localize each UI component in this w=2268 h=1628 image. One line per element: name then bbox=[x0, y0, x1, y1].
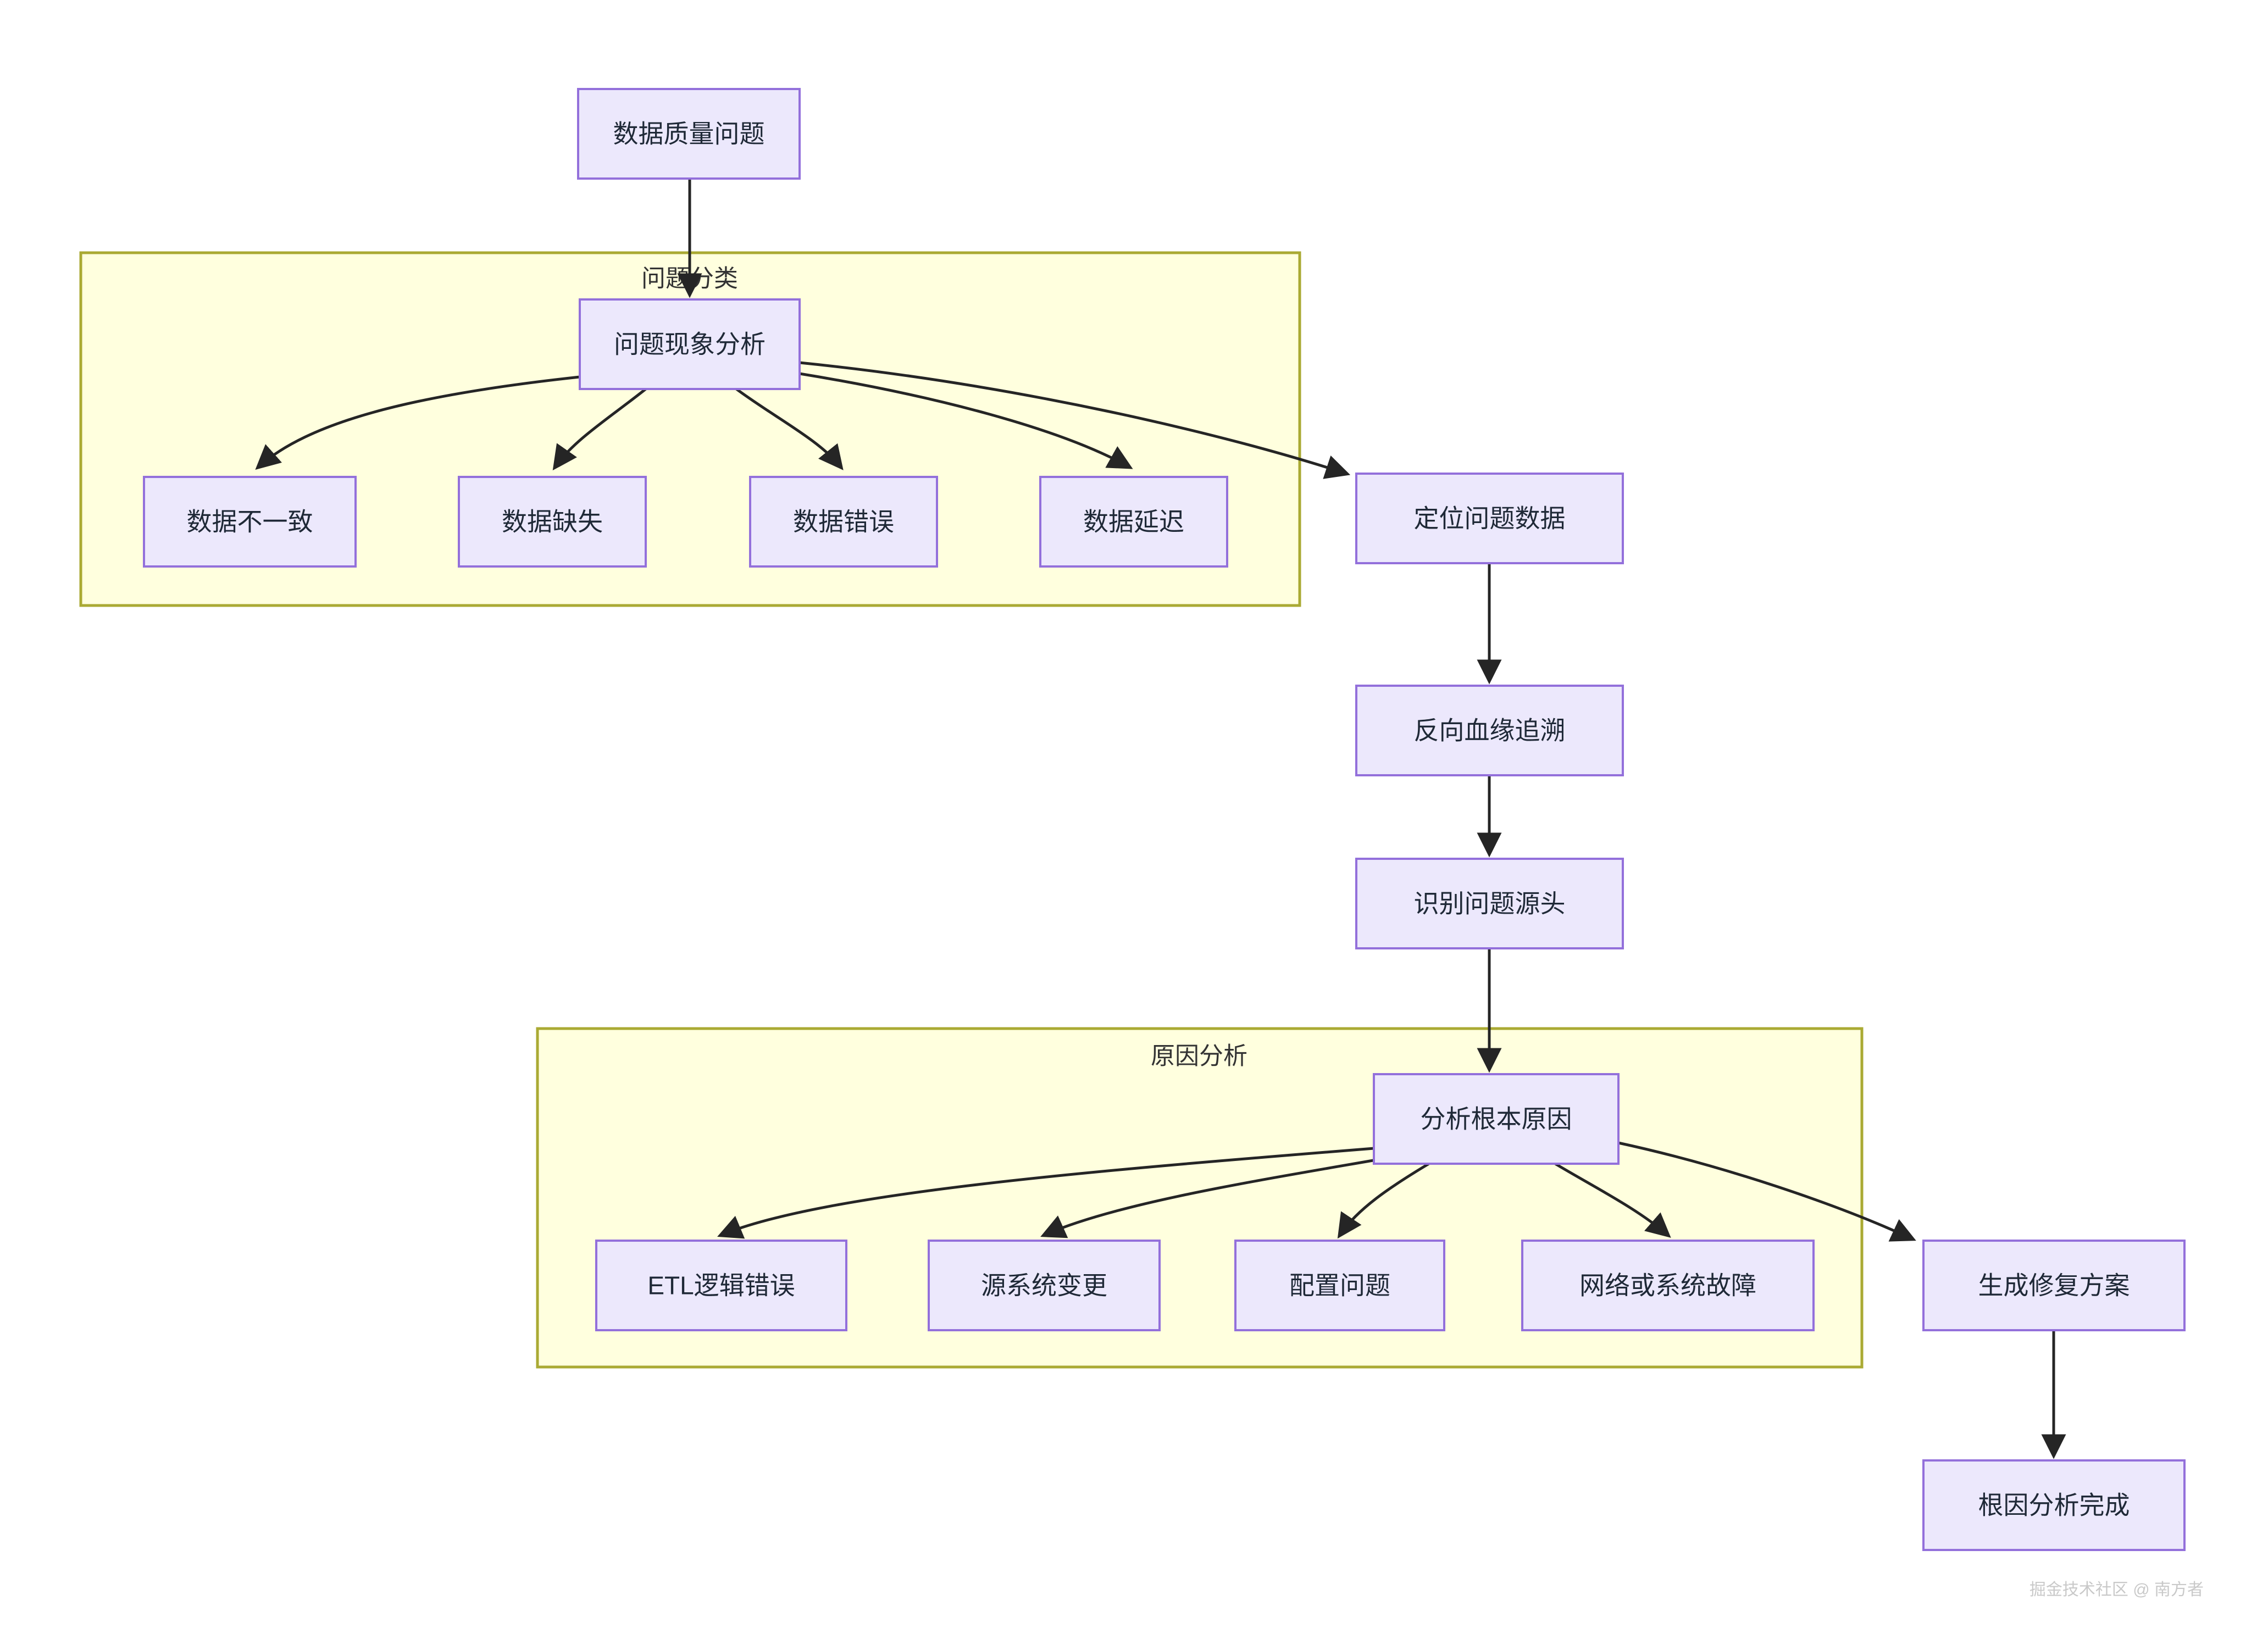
edge-n_symptom-to-n_inconsist bbox=[255, 375, 580, 470]
node-n_config[interactable]: 配置问题 bbox=[1234, 1240, 1445, 1331]
node-label: 问题现象分析 bbox=[614, 330, 766, 359]
node-box[interactable] bbox=[928, 1240, 1161, 1331]
node-box[interactable] bbox=[1355, 685, 1624, 776]
node-label: 网络或系统故障 bbox=[1579, 1271, 1756, 1300]
node-box[interactable] bbox=[1373, 1073, 1620, 1165]
node-n_rootcause[interactable]: 分析根本原因 bbox=[1373, 1073, 1620, 1165]
node-label: 根因分析完成 bbox=[1978, 1491, 2130, 1520]
edge-n_rootcause-to-n_netfail bbox=[1554, 1162, 1671, 1238]
node-label: 数据质量问题 bbox=[613, 120, 765, 148]
edge-n_symptom-to-n_locate bbox=[799, 361, 1351, 479]
edge-n_rootcause-to-n_fixplan bbox=[1618, 1141, 1916, 1242]
node-box[interactable] bbox=[1922, 1459, 2186, 1551]
node-n_netfail[interactable]: 网络或系统故障 bbox=[1521, 1240, 1815, 1331]
edge-n_symptom-to-n_delay bbox=[799, 372, 1133, 469]
node-n_lineage[interactable]: 反向血缘追溯 bbox=[1355, 685, 1624, 776]
node-label: 识别问题源头 bbox=[1414, 890, 1566, 918]
node-box[interactable] bbox=[1039, 476, 1228, 568]
node-box[interactable] bbox=[143, 476, 357, 568]
node-box[interactable] bbox=[595, 1240, 847, 1331]
node-label: 配置问题 bbox=[1289, 1271, 1390, 1300]
subgraph-label: 原因分析 bbox=[1151, 1043, 1247, 1070]
edge-layer bbox=[255, 179, 2066, 1459]
node-box[interactable] bbox=[1355, 858, 1624, 949]
node-box[interactable] bbox=[577, 88, 801, 180]
node-n_quality[interactable]: 数据质量问题 bbox=[577, 88, 801, 180]
edge-n_symptom-to-n_missing bbox=[552, 388, 647, 471]
node-n_missing[interactable]: 数据缺失 bbox=[458, 476, 647, 568]
node-n_error[interactable]: 数据错误 bbox=[749, 476, 938, 568]
watermark-text: 掘金技术社区 @ 南方者 bbox=[2029, 1581, 2204, 1599]
node-box[interactable] bbox=[579, 298, 801, 390]
node-n_etl[interactable]: ETL逻辑错误 bbox=[595, 1240, 847, 1331]
node-label: 源系统变更 bbox=[981, 1271, 1107, 1300]
node-label: 生成修复方案 bbox=[1978, 1271, 2130, 1300]
node-label: 数据错误 bbox=[793, 508, 894, 536]
node-n_symptom[interactable]: 问题现象分析 bbox=[579, 298, 801, 390]
edge-n_rootcause-to-n_srcchange bbox=[1040, 1158, 1380, 1238]
node-n_locate[interactable]: 定位问题数据 bbox=[1355, 473, 1624, 564]
node-label: 数据缺失 bbox=[502, 508, 603, 536]
node-label: ETL逻辑错误 bbox=[647, 1271, 795, 1300]
node-label: 定位问题数据 bbox=[1414, 504, 1566, 533]
node-box[interactable] bbox=[1521, 1240, 1815, 1331]
edge-n_rootcause-to-n_etl bbox=[717, 1147, 1374, 1239]
node-label: 反向血缘追溯 bbox=[1414, 716, 1566, 745]
node-n_srcchange[interactable]: 源系统变更 bbox=[928, 1240, 1161, 1331]
node-box[interactable] bbox=[749, 476, 938, 568]
node-n_source[interactable]: 识别问题源头 bbox=[1355, 858, 1624, 949]
edge-n_symptom-to-n_error bbox=[735, 387, 844, 470]
node-n_delay[interactable]: 数据延迟 bbox=[1039, 476, 1228, 568]
node-label: 数据不一致 bbox=[187, 508, 313, 536]
node-box[interactable] bbox=[1234, 1240, 1445, 1331]
node-box[interactable] bbox=[1355, 473, 1624, 564]
node-n_done[interactable]: 根因分析完成 bbox=[1922, 1459, 2186, 1551]
node-n_inconsist[interactable]: 数据不一致 bbox=[143, 476, 357, 568]
node-box[interactable] bbox=[1922, 1240, 2186, 1331]
node-box[interactable] bbox=[458, 476, 647, 568]
node-n_fixplan[interactable]: 生成修复方案 bbox=[1922, 1240, 2186, 1331]
node-label: 分析根本原因 bbox=[1421, 1105, 1572, 1134]
node-label: 数据延迟 bbox=[1083, 508, 1184, 536]
edge-n_rootcause-to-n_config bbox=[1337, 1162, 1430, 1239]
